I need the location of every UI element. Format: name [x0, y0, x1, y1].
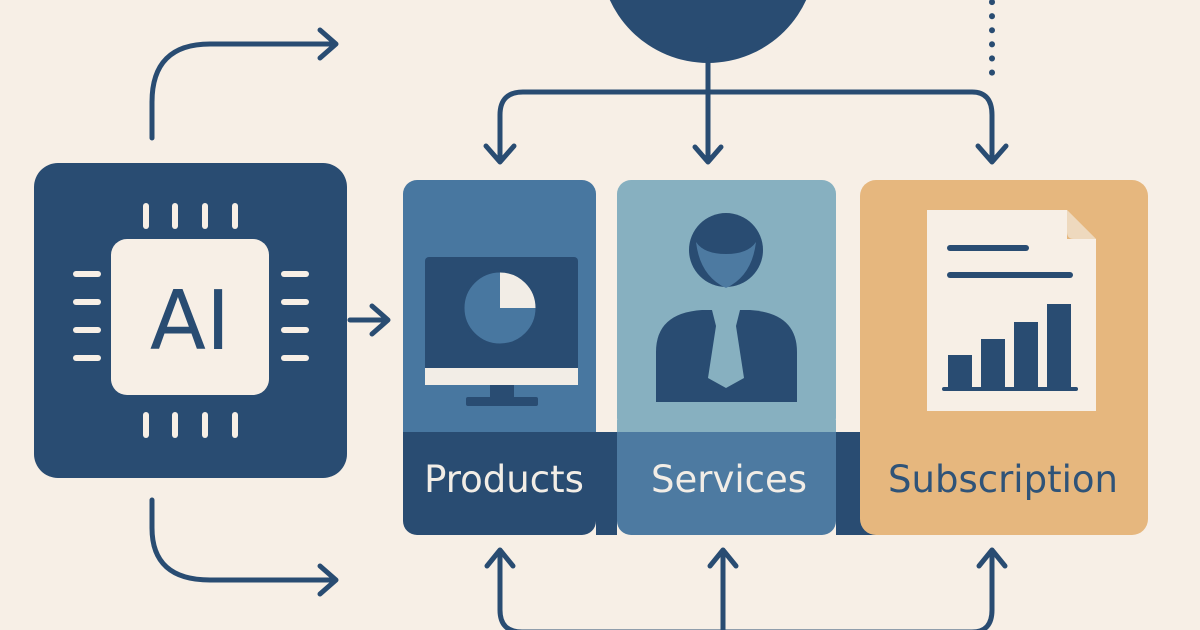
products-label: Products — [424, 458, 584, 501]
chip-core — [111, 239, 269, 395]
subscription-box[interactable]: Subscription — [860, 180, 1148, 535]
services-label: Services — [651, 458, 807, 501]
document-bar-chart-icon — [927, 210, 1096, 411]
services-box[interactable]: Services — [617, 180, 884, 535]
monitor-pie-chart-icon — [425, 257, 578, 406]
chip-pins — [73, 203, 309, 438]
products-box[interactable]: Products — [403, 180, 617, 535]
distribution-arrows — [483, 47, 1009, 165]
top-source-circle — [609, 0, 807, 63]
subscription-label: Subscription — [888, 458, 1118, 501]
person-tie-icon — [656, 213, 797, 402]
ai-chip: AI — [34, 163, 347, 478]
chip-arrows — [149, 27, 391, 597]
feedback-arrows — [484, 547, 1008, 630]
chip-label: AI — [150, 274, 230, 369]
